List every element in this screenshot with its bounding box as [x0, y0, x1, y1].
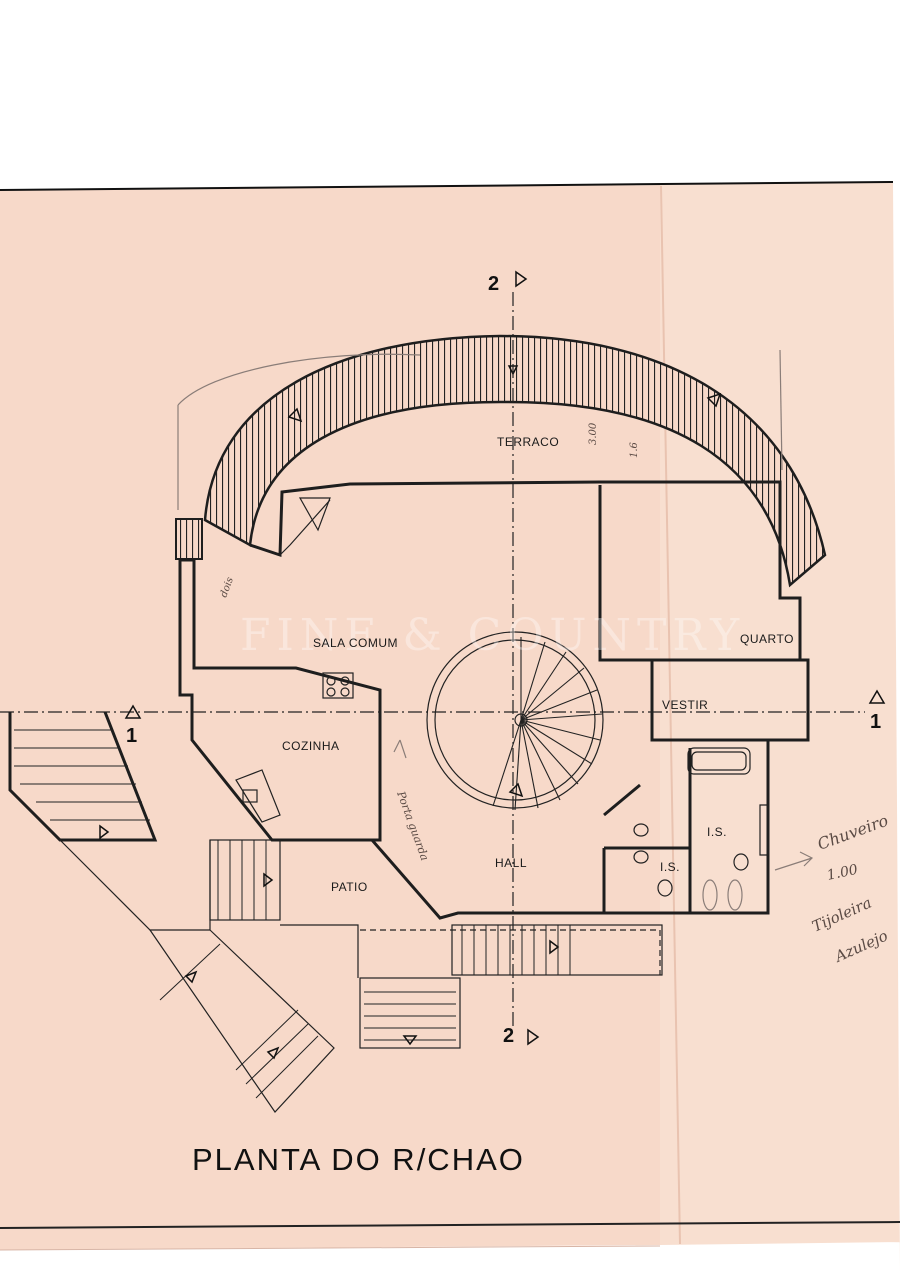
room-quarto: QUARTO [740, 632, 794, 646]
room-sala-comum: SALA COMUM [313, 636, 398, 650]
watermark: FINE & COUNTRY [240, 610, 745, 661]
room-terraco: TERRACO [497, 435, 559, 449]
section-mark-right: 1 [868, 689, 886, 733]
exterior-walls [178, 480, 810, 920]
room-is-small: I.S. [660, 860, 680, 874]
room-is-large: I.S. [707, 825, 727, 839]
section-mark-bottom: 2 [503, 1025, 540, 1047]
section-axes [0, 292, 865, 1030]
exterior-stairs [8, 711, 663, 1113]
section-label-top: 2 [488, 273, 499, 295]
section-mark-left: 1 [124, 704, 142, 747]
section-label-bottom: 2 [503, 1025, 514, 1047]
room-vestir: VESTIR [662, 698, 708, 712]
note-chuveiro-size: 1.00 [826, 862, 860, 884]
section-mark-top: 2 [488, 270, 528, 295]
plan-title: PLANTA DO R/CHAO [192, 1142, 525, 1177]
room-cozinha: COZINHA [282, 739, 340, 753]
spiral-staircase [426, 631, 604, 811]
section-label-right: 1 [870, 711, 881, 733]
note-terrace-dim-2: 1.6 [629, 441, 640, 458]
room-hall: HALL [495, 856, 527, 870]
terrace-deck [175, 334, 827, 588]
room-patio: PATIO [331, 880, 368, 894]
note-terrace-dim-1: 3.00 [588, 422, 599, 445]
interior-fixtures [235, 672, 769, 897]
section-label-left: 1 [126, 725, 137, 747]
